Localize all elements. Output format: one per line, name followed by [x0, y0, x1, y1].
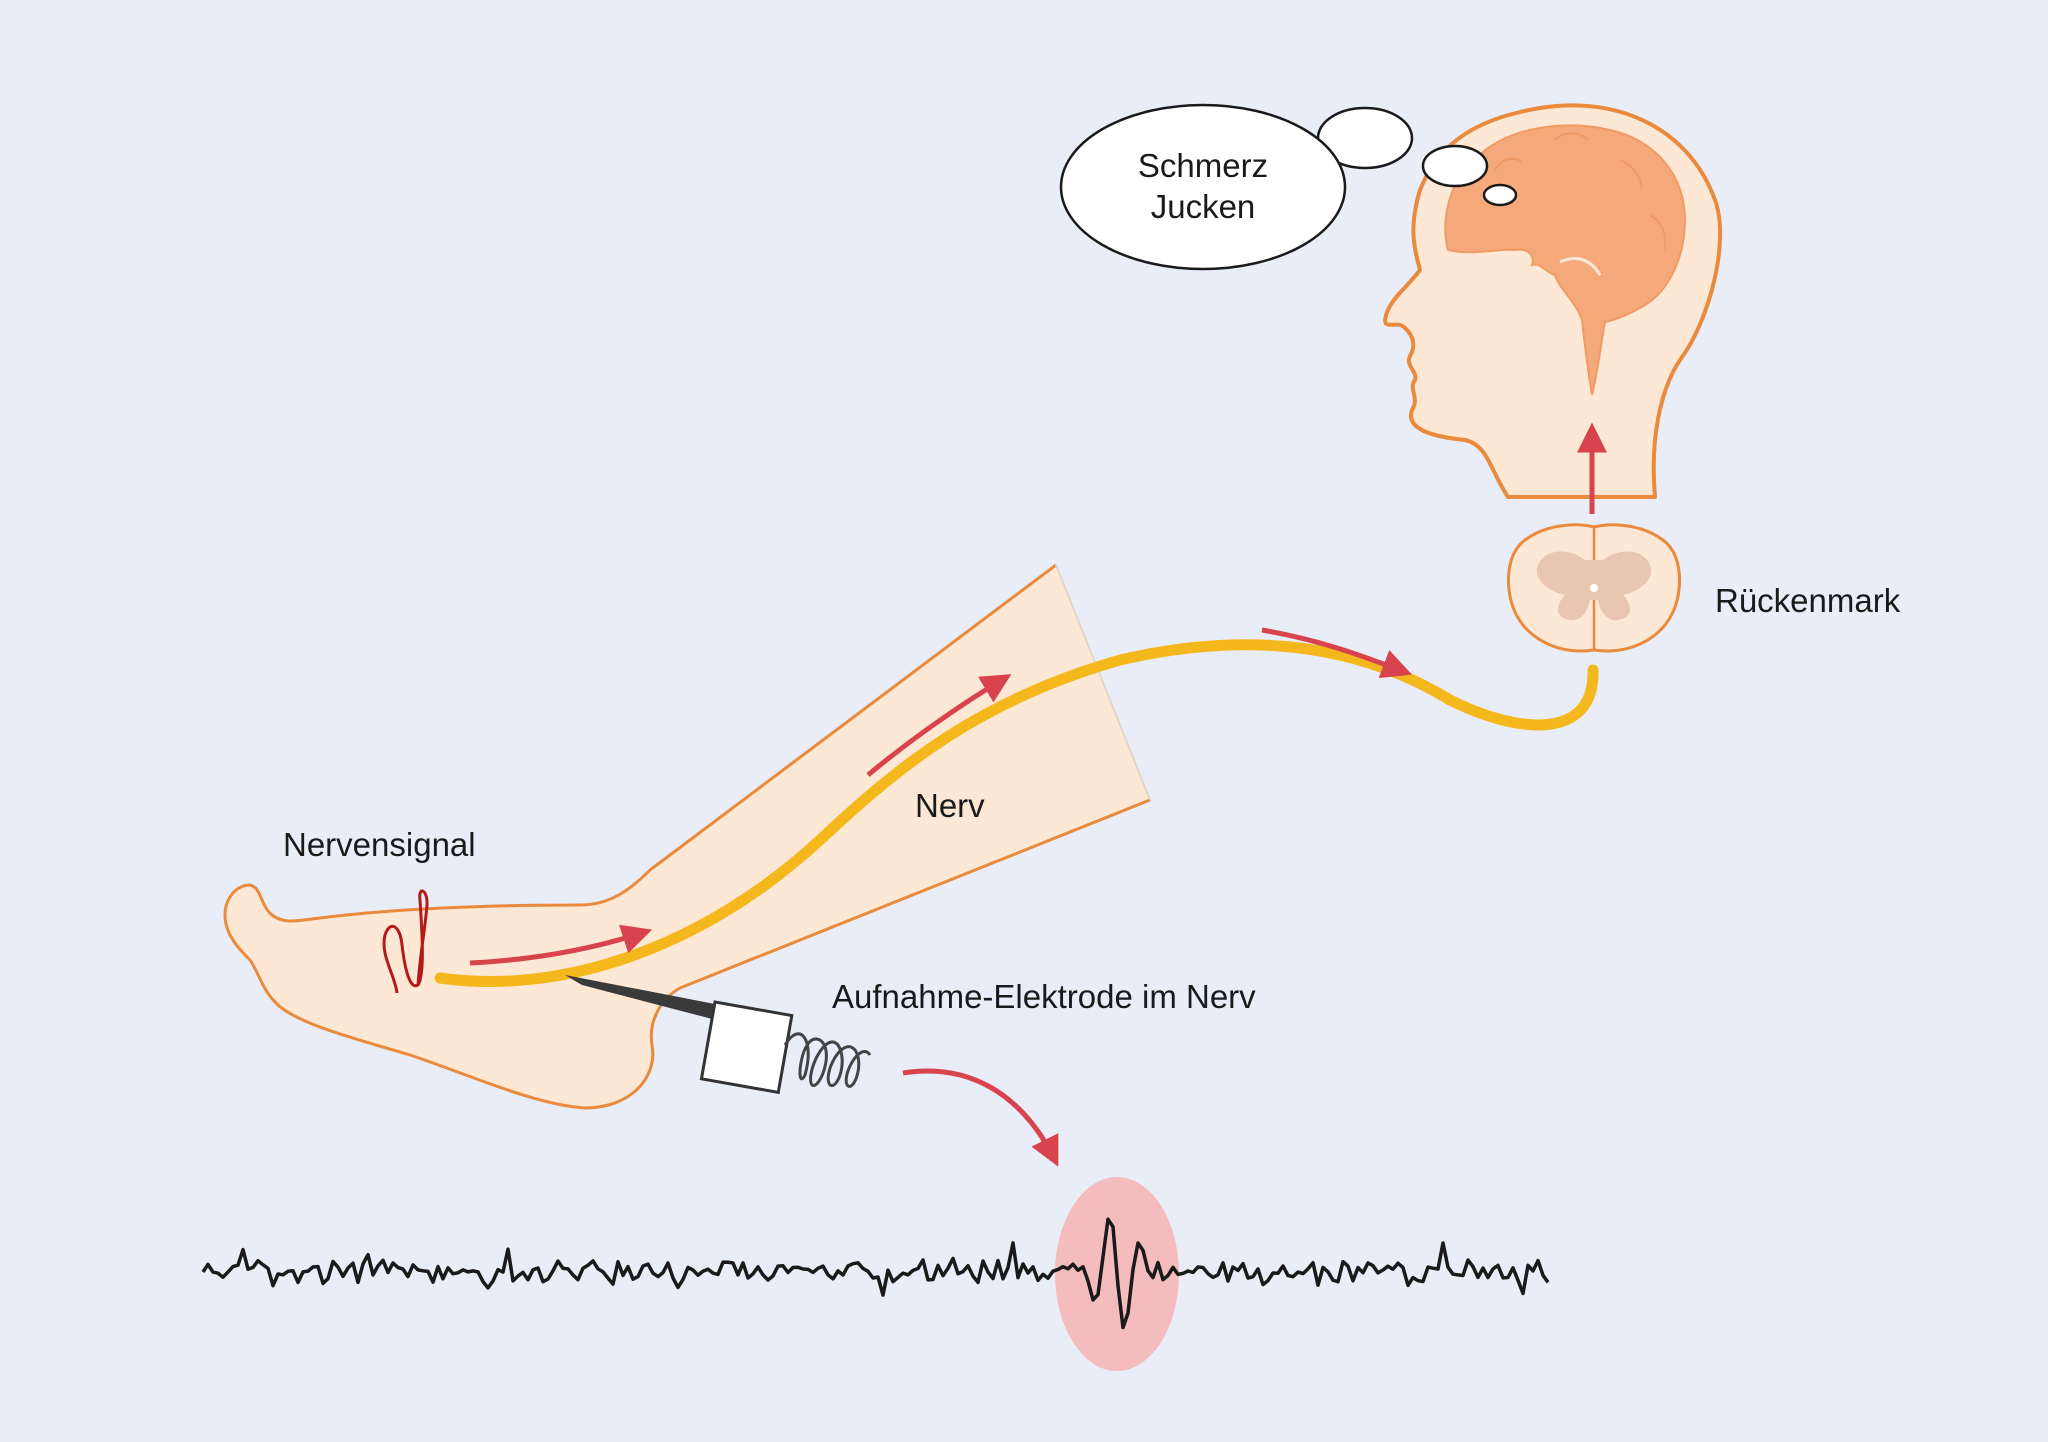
- thought-bubble-medium: [1421, 144, 1489, 188]
- leg-upper-outline: [223, 563, 1151, 1110]
- signal-arrow-leg: [866, 674, 1012, 777]
- electrode-box: [699, 1000, 794, 1095]
- label-spinal-cord: Rückenmark: [1715, 582, 1901, 619]
- thought-bubble-small: [1482, 183, 1518, 207]
- label-nerve: Nerv: [915, 787, 985, 824]
- brain-fold: [1649, 214, 1667, 251]
- label-nerve-signal: Nervensignal: [283, 826, 476, 863]
- label-electrode: Aufnahme-Elektrode im Nerv: [832, 978, 1256, 1015]
- recording-electrode-icon: [565, 975, 872, 1095]
- nerve-signal-wave: [382, 889, 429, 994]
- thought-bubble-icon: Schmerz Jucken: [1059, 103, 1518, 271]
- arrow-to-recording: [902, 1068, 1059, 1167]
- central-canal: [1590, 584, 1598, 592]
- thought-text-itch: Jucken: [1151, 188, 1256, 225]
- brain-fold: [1559, 257, 1602, 276]
- brain-fold: [1494, 157, 1523, 171]
- leg-icon: [223, 563, 1151, 1110]
- thought-text-pain: Schmerz: [1138, 147, 1268, 184]
- spinal-cord-cross-section-icon: [1506, 523, 1682, 653]
- leg-cut-edge: [1055, 564, 1151, 801]
- nerve-line: [434, 639, 1599, 987]
- leg-fill: [225, 565, 1150, 1108]
- thought-bubble-main: [1059, 103, 1347, 271]
- brain-fold: [1554, 132, 1589, 141]
- electrode-needle: [565, 975, 720, 1020]
- brain-fold: [1619, 159, 1643, 189]
- electrode-coil: [783, 1032, 872, 1088]
- recording-trace: [201, 1217, 1550, 1330]
- signal-arrow-thigh: [1261, 627, 1413, 679]
- signal-arrow-foot: [469, 924, 653, 966]
